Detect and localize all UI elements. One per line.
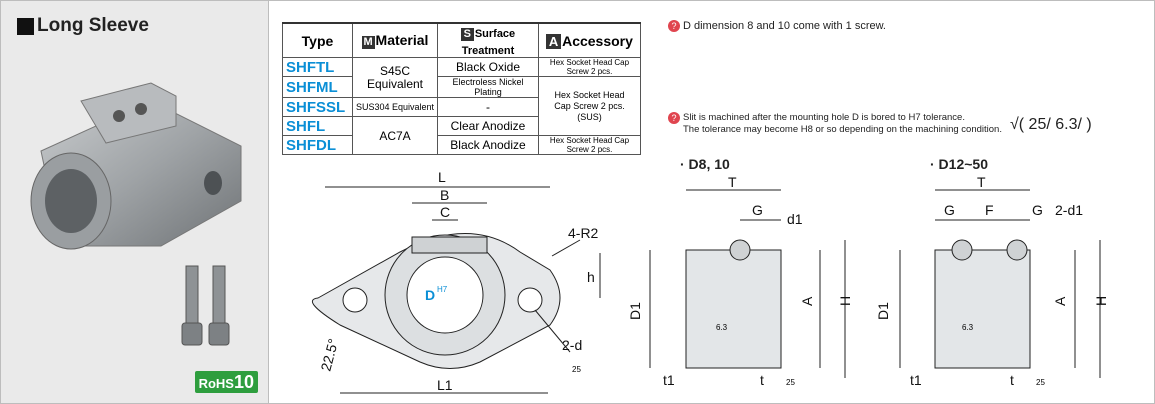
- note-slit: ? Slit is machined after the mounting ho…: [668, 112, 1002, 136]
- screw-head-2: [208, 322, 230, 346]
- d12-label-2d1: 2-d1: [1055, 202, 1083, 218]
- label-2d: 2-d: [562, 337, 582, 353]
- table-row: SHFTL S45C Equivalent Black Oxide Hex So…: [282, 57, 641, 98]
- leader-R2: [551, 239, 581, 257]
- header-type: Type: [282, 22, 353, 58]
- label-h: h: [587, 269, 595, 285]
- surface-cell: Black Anodize: [437, 135, 539, 155]
- d12-label-t: t: [1010, 372, 1014, 388]
- type-cell: SHFSSL: [282, 97, 353, 117]
- table-row: SHFML Electroless Nickel Plating Hex Soc…: [282, 76, 641, 136]
- d8-label-25: 25: [786, 378, 795, 387]
- accessory-cell: Hex Socket Head Cap Screw 2 pcs.: [538, 135, 641, 155]
- label-angle: 22.5°: [317, 337, 341, 373]
- d8-body: [685, 249, 782, 369]
- type-cell: SHFML: [282, 76, 353, 98]
- screw-hole-2: [135, 103, 147, 115]
- product-photo: [30, 82, 242, 346]
- label-H7: H7: [437, 285, 448, 294]
- label-D: D: [425, 287, 435, 303]
- d12-label-25: 25: [1036, 378, 1045, 387]
- d8-label-t: t: [760, 372, 764, 388]
- label-L: L: [438, 169, 446, 185]
- sleeve-clamp: [80, 82, 177, 144]
- right-mount-hole: [517, 287, 543, 313]
- bore-hole: [406, 256, 484, 334]
- product-title-text: Long Sleeve: [37, 15, 149, 36]
- leader-d: [534, 309, 571, 353]
- product-title: Long Sleeve: [17, 15, 149, 37]
- d8-label-d1: d1: [787, 211, 803, 227]
- d8-label-H: H: [837, 296, 853, 306]
- material-cell: AC7A: [352, 116, 438, 155]
- note2-text: Slit is machined after the mounting hole…: [683, 112, 1002, 136]
- hint-icon: ?: [668, 112, 680, 124]
- note2-line1: Slit is machined after the mounting hole…: [683, 112, 965, 123]
- header-accessory-text: Accessory: [562, 32, 633, 49]
- d8-label-t1: t1: [663, 372, 675, 388]
- left-mount-hole: [342, 287, 368, 313]
- section-title-d12: · D12~50: [930, 156, 988, 172]
- section-title-d8: · D8, 10: [680, 156, 730, 172]
- label-R2: 4-R2: [568, 225, 599, 241]
- d12-label-63: 6.3: [962, 323, 974, 332]
- d12-label-G2: G: [1032, 202, 1043, 218]
- d12-screw-1: [951, 239, 973, 261]
- mount-hole: [204, 171, 222, 195]
- note2-line2: The tolerance may become H8 or so depend…: [683, 124, 1002, 135]
- d12-label-A: A: [1052, 296, 1068, 306]
- type-cell: SHFL: [282, 116, 353, 136]
- d12-label-G1: G: [944, 202, 955, 218]
- d8-label-63: 6.3: [716, 323, 728, 332]
- d8-label-A: A: [799, 296, 815, 306]
- table-row: SHFDL Black Anodize Hex Socket Head Cap …: [282, 135, 641, 155]
- label-L1: L1: [437, 377, 453, 393]
- d12-label-F: F: [985, 202, 994, 218]
- side-view-d8: [649, 189, 846, 378]
- title-square-icon: [17, 17, 34, 35]
- surface-badge: S: [460, 28, 474, 41]
- clamp-screw-body: [411, 236, 488, 254]
- surface-cell: Black Oxide: [437, 57, 539, 77]
- screw-head-1: [181, 322, 203, 346]
- header-material-text: Material: [375, 32, 429, 48]
- screw-hole-1: [113, 110, 125, 122]
- accessory-badge: A: [546, 33, 562, 49]
- label-rough-25: 25: [572, 365, 581, 374]
- note1-text: D dimension 8 and 10 come with 1 screw.: [683, 20, 886, 32]
- surface-roughness-symbol: √( 25/ 6.3/ ): [1010, 116, 1092, 133]
- label-B: B: [440, 187, 449, 203]
- accessory-cell: Hex Socket Head Cap Screw 2 pcs. (SUS): [538, 76, 641, 136]
- type-cell: SHFDL: [282, 135, 353, 155]
- sleeve-bore: [45, 169, 97, 233]
- d8-label-G: G: [752, 202, 763, 218]
- material-badge: M: [361, 36, 375, 49]
- front-view: [312, 186, 601, 394]
- label-C: C: [440, 204, 450, 220]
- note-screw-count: ?D dimension 8 and 10 come with 1 screw.: [668, 20, 886, 32]
- d12-label-t1: t1: [910, 372, 922, 388]
- rohs-prefix: RoHS: [198, 376, 234, 391]
- side-view-d12: [899, 189, 1101, 378]
- material-cell: S45C Equivalent: [352, 57, 438, 98]
- d8-label-T: T: [728, 174, 737, 190]
- rohs-number: 10: [233, 372, 254, 392]
- d8-label-D1: D1: [627, 302, 643, 320]
- d12-label-D1: D1: [875, 302, 891, 320]
- hint-icon: ?: [668, 20, 680, 32]
- d12-label-H: H: [1093, 296, 1109, 306]
- d8-screw: [729, 239, 751, 261]
- d12-body: [934, 249, 1031, 369]
- d12-screw-2: [1006, 239, 1028, 261]
- d12-label-T: T: [977, 174, 986, 190]
- header-surface-text: Surface Treatment: [461, 28, 516, 57]
